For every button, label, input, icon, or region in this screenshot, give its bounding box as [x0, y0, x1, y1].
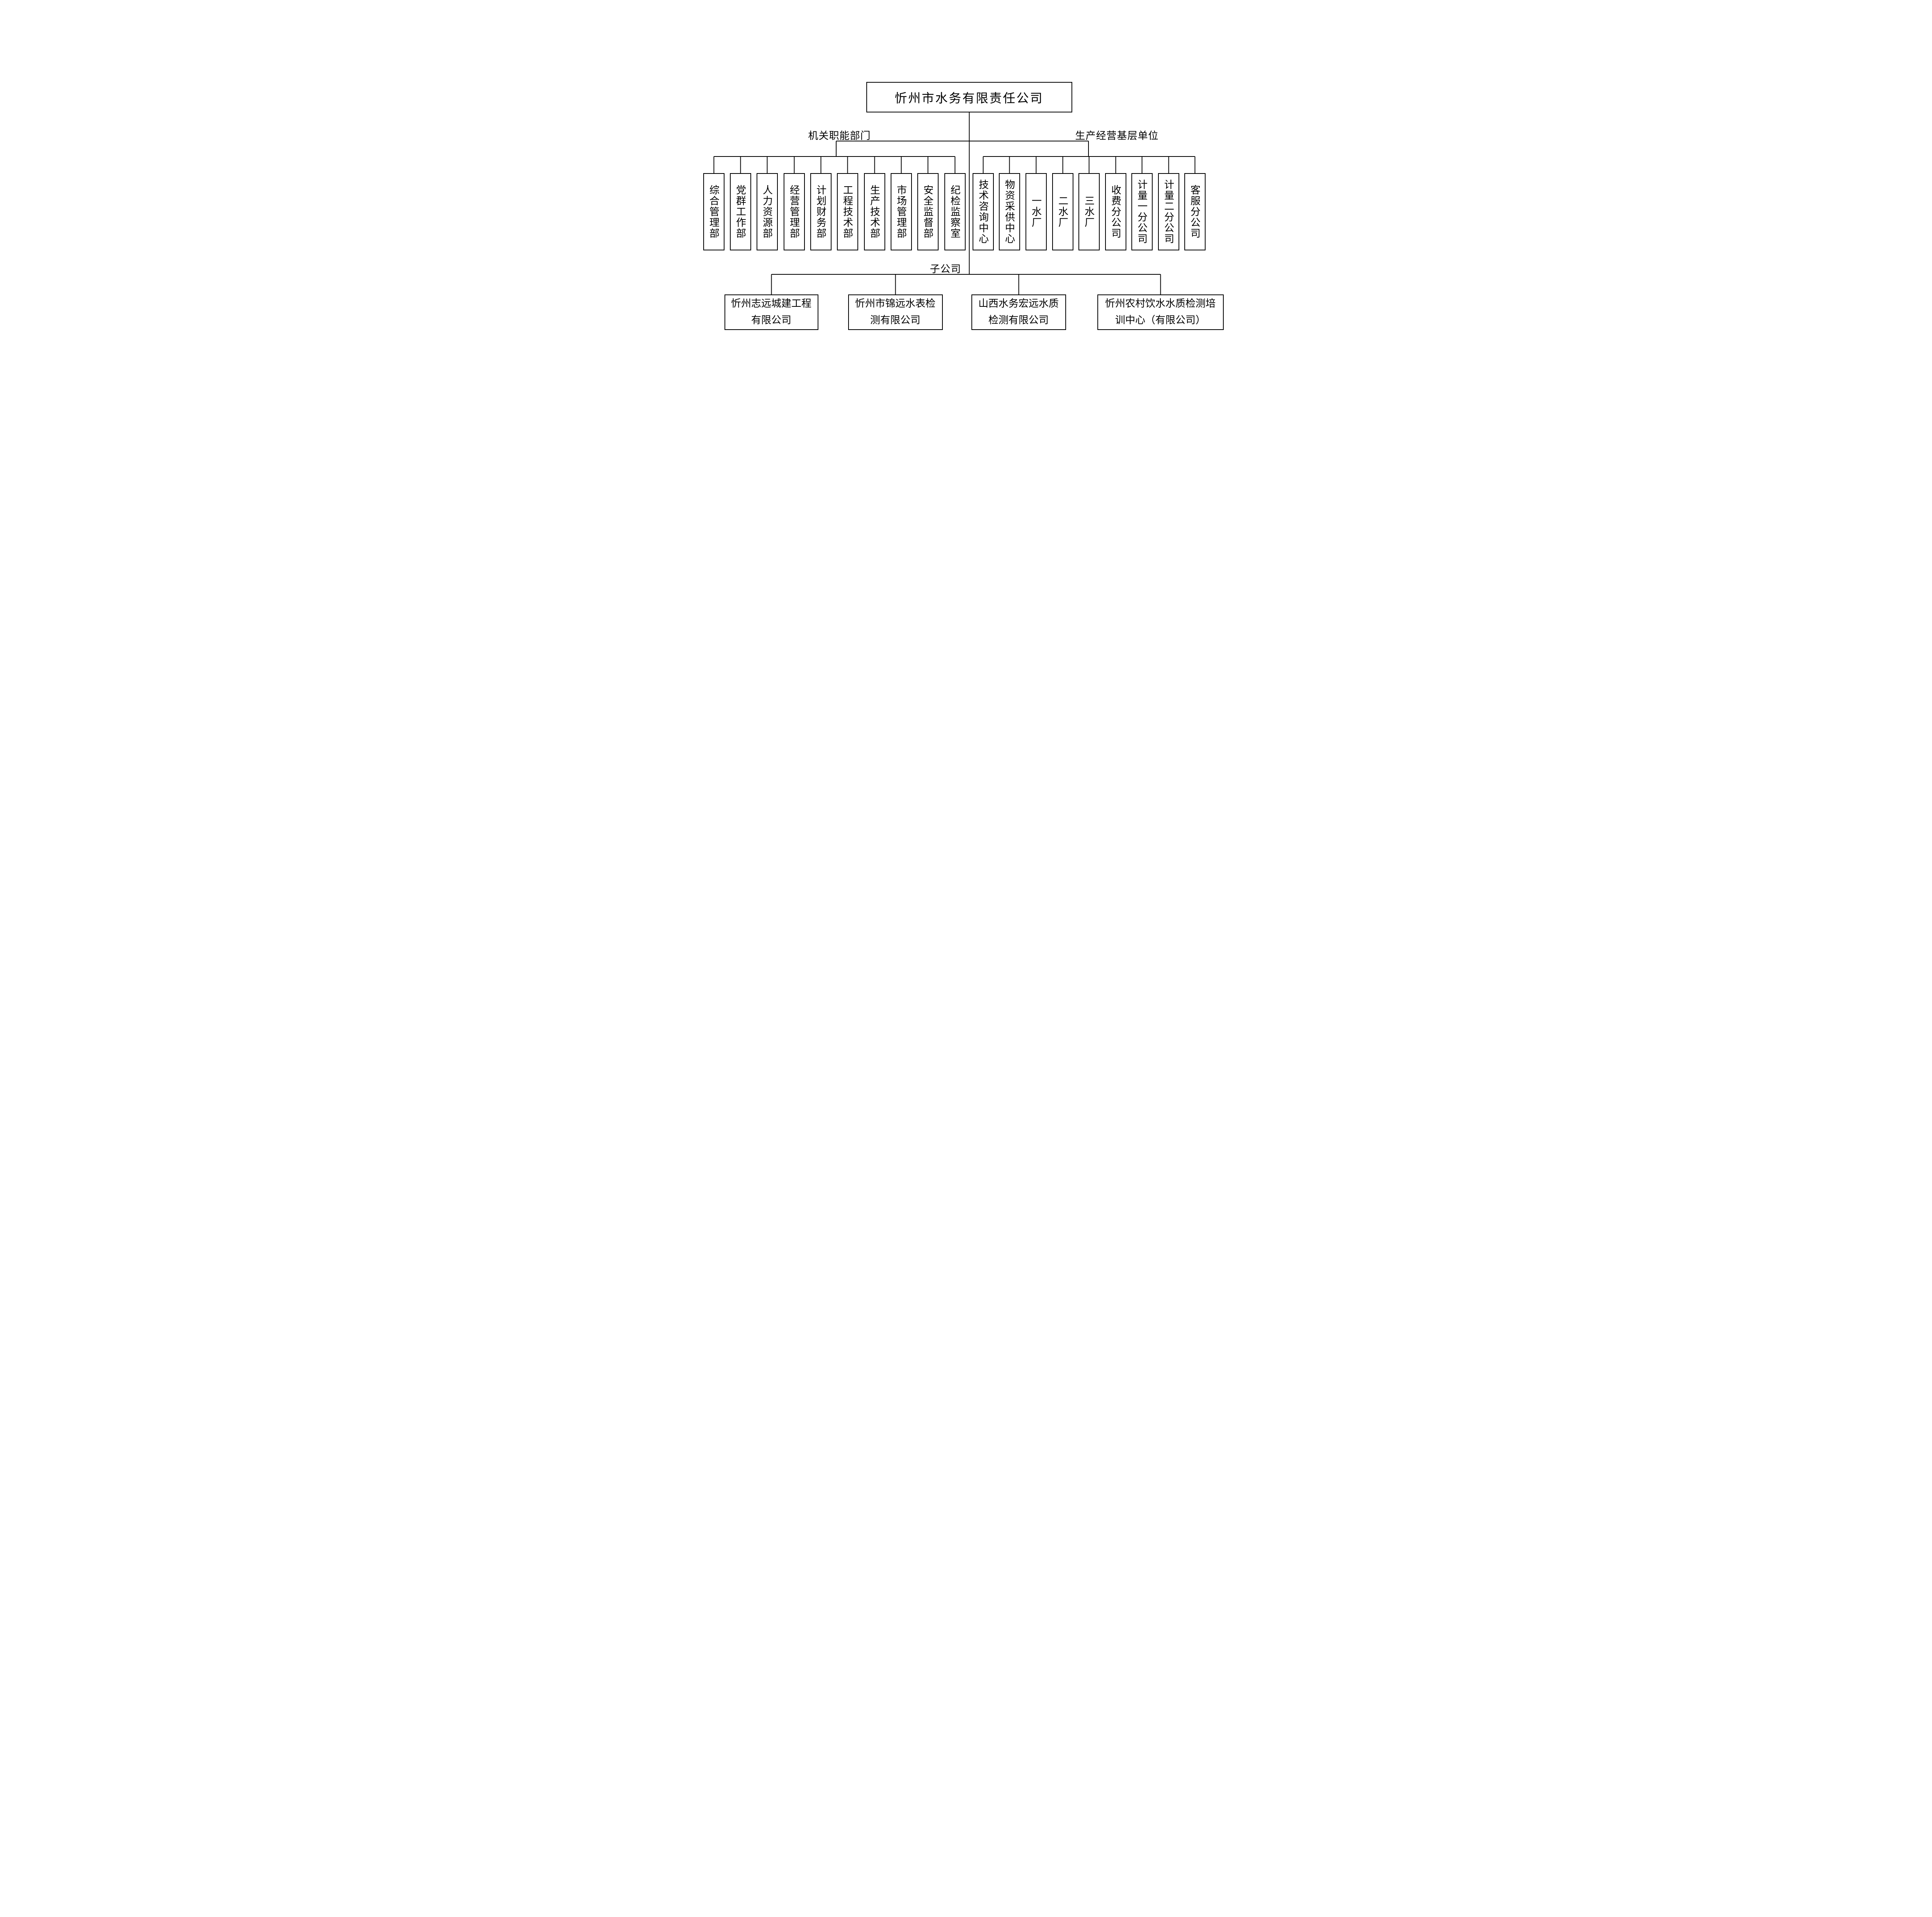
dept-label: 人力资源部 [761, 185, 773, 239]
dept-label: 生产技术部 [869, 185, 880, 239]
production-units-label: 生产经营基层单位 [1075, 130, 1159, 141]
subsidiary-name-line: 忻州农村饮水水质检测培 [1105, 298, 1216, 310]
unit-node-kefu: 客服分公司 [1184, 173, 1206, 250]
dept-node-jingying: 经营管理部 [783, 173, 805, 250]
dept-node-shichang: 市场管理部 [890, 173, 912, 250]
dept-node-jijian: 纪检监察室 [944, 173, 966, 250]
dept-node-dangqun: 党群工作部 [730, 173, 751, 250]
subsidiary-name-line: 测有限公司 [870, 315, 920, 326]
unit-node-jiliang1: 计量一分公司 [1131, 173, 1153, 250]
unit-label: 计量二分公司 [1163, 179, 1174, 244]
connector-lines [713, 112, 1195, 294]
dept-node-jihua: 计划财务部 [810, 173, 832, 250]
dept-node-renli: 人力资源部 [756, 173, 778, 250]
subsidiary-name-line: 有限公司 [751, 315, 791, 326]
unit-node-jishu: 技术咨询中心 [972, 173, 994, 250]
subsidiary-name-line: 忻州市锦远水表检 [855, 298, 935, 310]
root-title: 忻州市水务有限责任公司 [895, 91, 1044, 105]
unit-label: 收费分公司 [1110, 185, 1121, 239]
subsidiary-node-zhiyuan: 忻州志远城建工程 有限公司 [724, 294, 818, 330]
unit-node-sanshuichang: 三水厂 [1078, 173, 1100, 250]
right-branch-connector [969, 141, 1195, 173]
unit-label: 二水厂 [1057, 196, 1068, 228]
dept-node-anquan: 安全监督部 [917, 173, 939, 250]
subsidiary-node-hongyuan: 山西水务宏远水质 检测有限公司 [971, 294, 1066, 330]
dept-label: 经营管理部 [788, 185, 800, 239]
subsidiaries-connector [771, 274, 1161, 294]
unit-node-yishuichang: 一水厂 [1025, 173, 1047, 250]
subsidiary-name-line: 检测有限公司 [988, 315, 1049, 326]
org-chart: 忻州市水务有限责任公司 机关职能部门 生产经营基层单位 子公司 综合管理部 党群… [667, 0, 1265, 423]
unit-label: 客服分公司 [1189, 185, 1201, 239]
dept-node-shengchan: 生产技术部 [864, 173, 885, 250]
unit-label: 计量一分公司 [1136, 179, 1148, 244]
left-branch-connector [713, 141, 969, 173]
dept-label: 工程技术部 [842, 185, 853, 239]
dept-label: 计划财务部 [815, 185, 827, 239]
dept-label: 党群工作部 [735, 185, 746, 239]
root-node: 忻州市水务有限责任公司 [866, 82, 1072, 112]
unit-label: 物资采供中心 [1003, 179, 1015, 244]
unit-node-jiliang2: 计量二分公司 [1158, 173, 1179, 250]
dept-label: 综合管理部 [708, 185, 719, 239]
unit-label: 一水厂 [1030, 196, 1042, 228]
unit-node-shoufei: 收费分公司 [1105, 173, 1126, 250]
subsidiary-node-peixun: 忻州农村饮水水质检测培 训中心（有限公司） [1097, 294, 1224, 330]
functional-departments-label: 机关职能部门 [808, 130, 871, 141]
unit-label: 技术咨询中心 [977, 179, 989, 244]
dept-node-zonghe: 综合管理部 [703, 173, 724, 250]
subsidiaries-label: 子公司 [930, 264, 961, 275]
subsidiary-name-line: 山西水务宏远水质 [978, 298, 1059, 310]
dept-label: 纪检监察室 [949, 185, 961, 239]
unit-node-ershuichang: 二水厂 [1052, 173, 1073, 250]
dept-node-gongcheng: 工程技术部 [837, 173, 858, 250]
subsidiary-name-line: 忻州志远城建工程 [731, 298, 811, 310]
unit-label: 三水厂 [1083, 196, 1095, 228]
subsidiary-name-line: 训中心（有限公司） [1115, 315, 1206, 326]
unit-node-wuzi: 物资采供中心 [998, 173, 1020, 250]
dept-label: 安全监督部 [922, 185, 934, 239]
subsidiary-node-jinyuan: 忻州市锦远水表检 测有限公司 [848, 294, 943, 330]
dept-label: 市场管理部 [895, 185, 907, 239]
